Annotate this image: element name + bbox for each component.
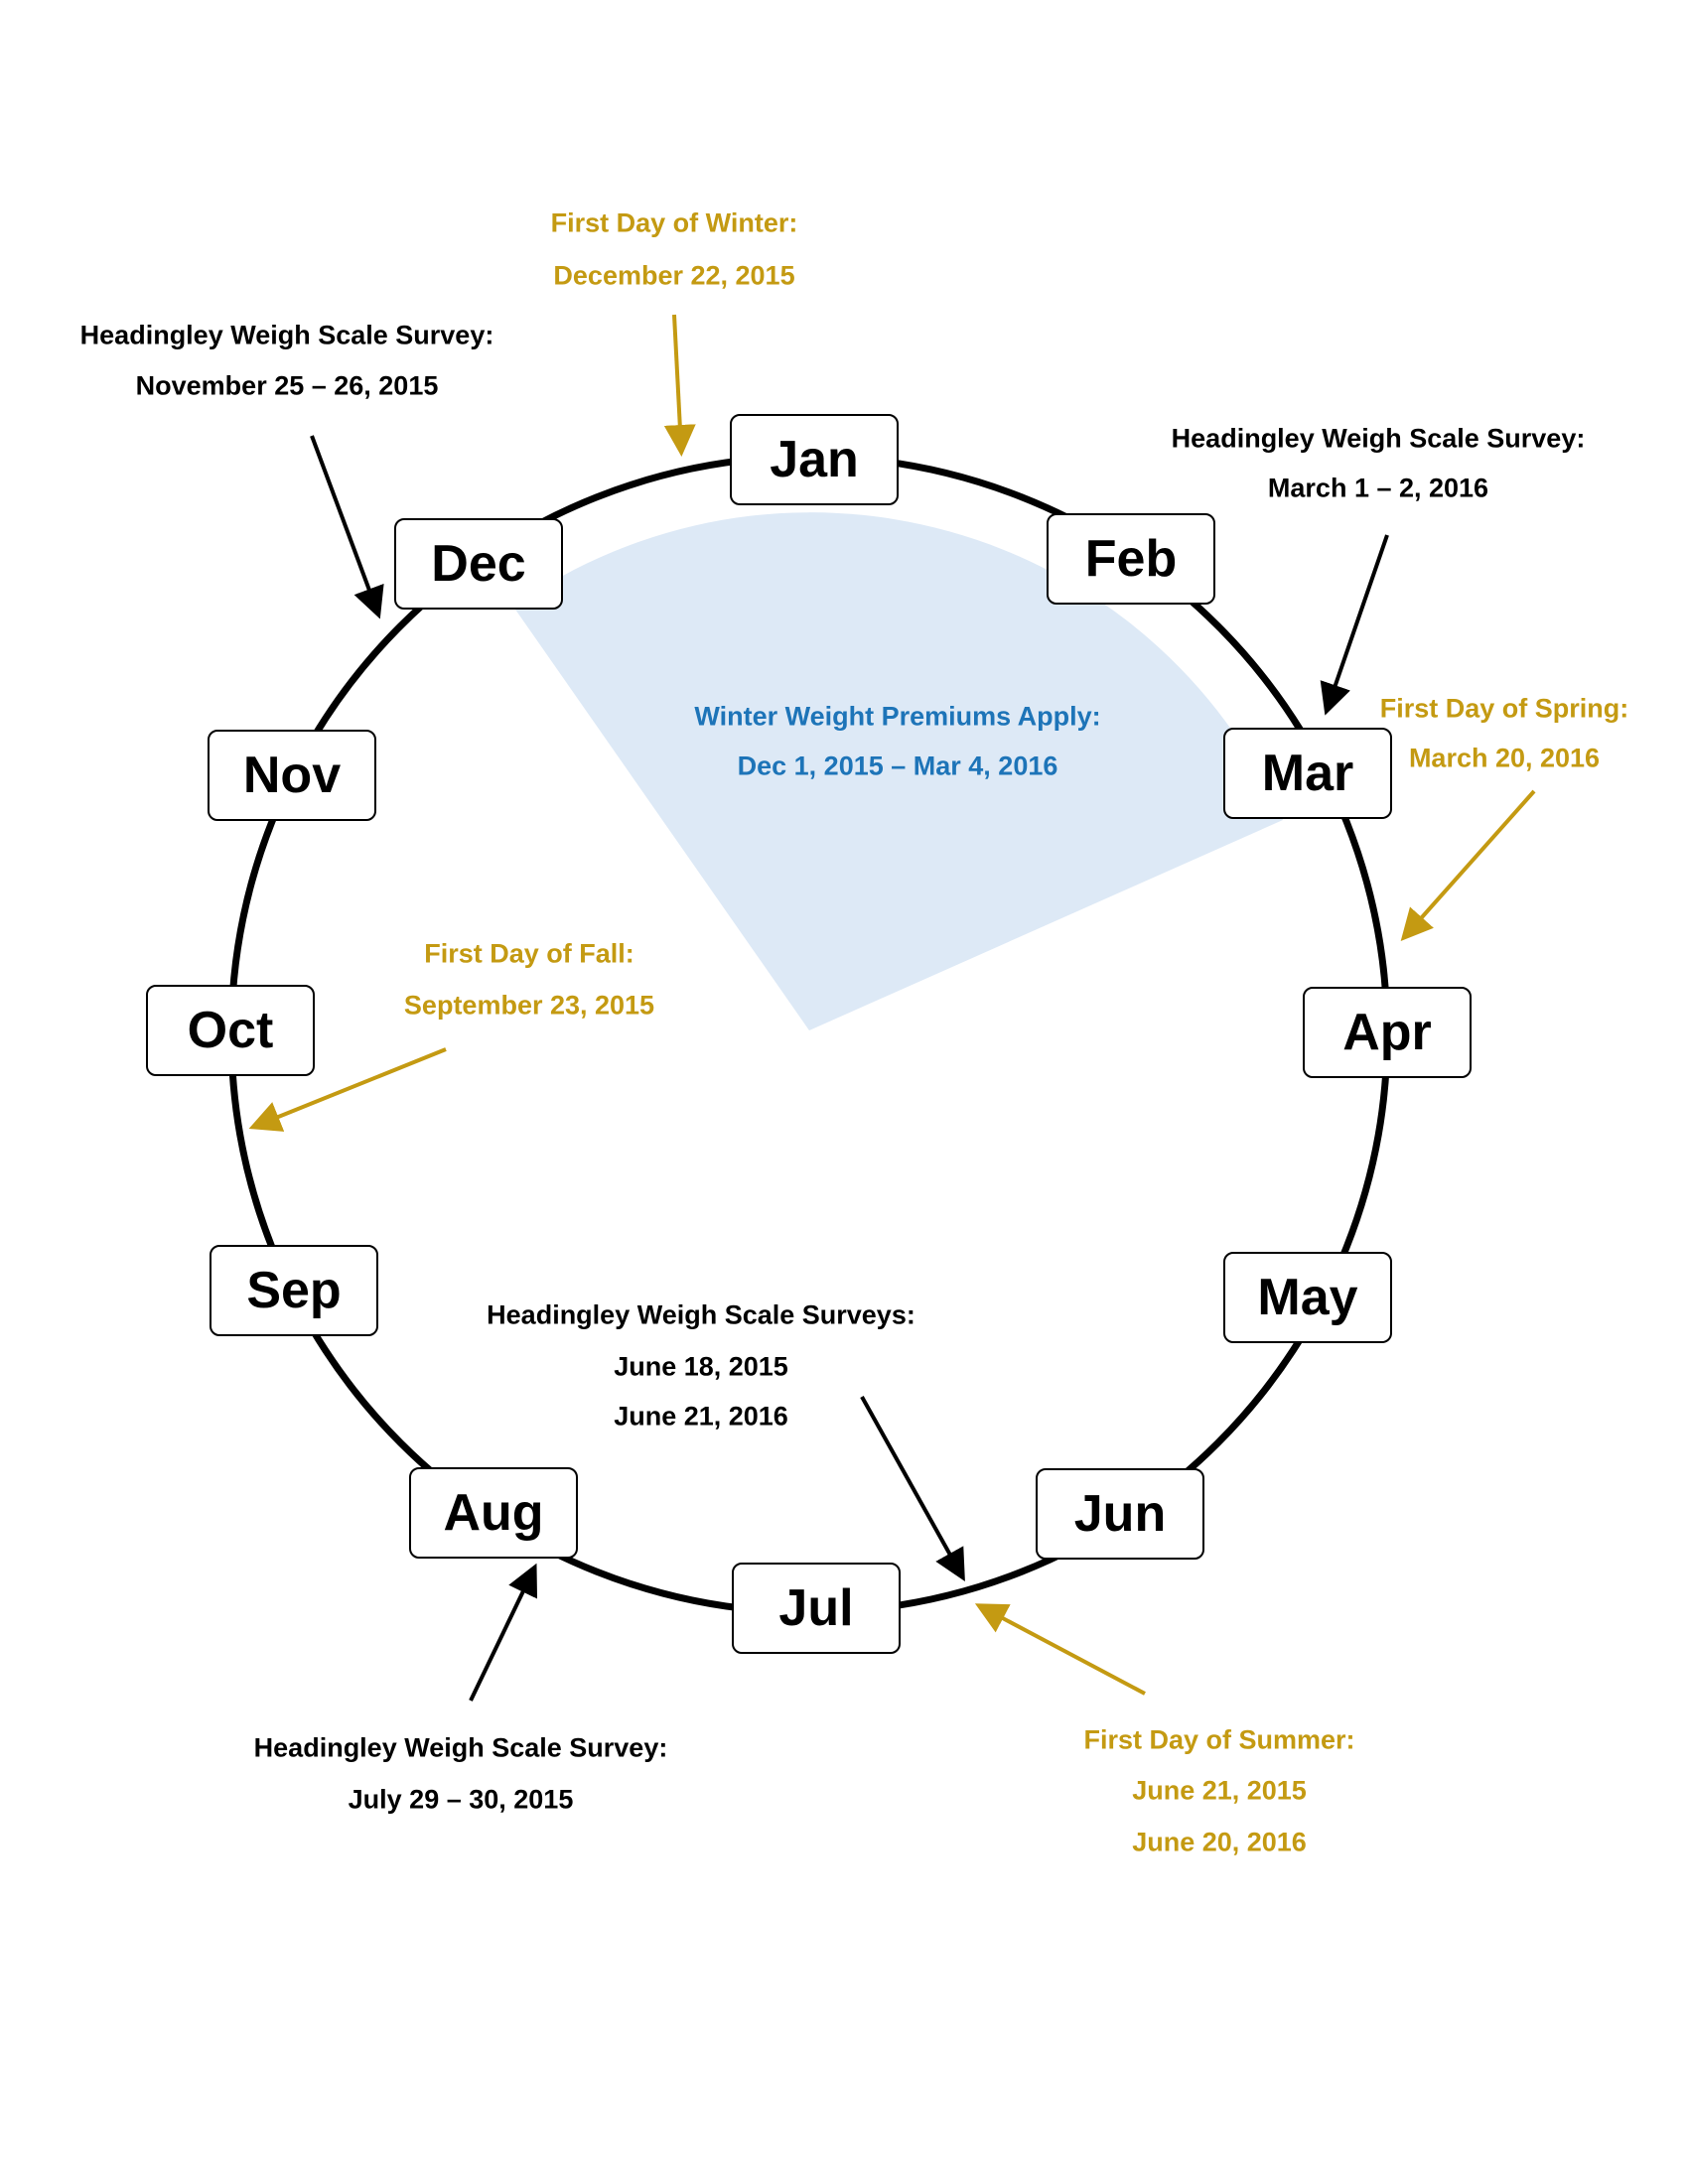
summer-date-2: June 20, 2016 — [1132, 1827, 1307, 1857]
survey-jun-date-2: June 21, 2016 — [614, 1401, 788, 1432]
arrow-survey-nov — [310, 435, 384, 619]
arrow-fall — [248, 1047, 447, 1132]
month-sep: Sep — [210, 1245, 378, 1336]
survey-nov-date: November 25 – 26, 2015 — [135, 370, 439, 401]
month-jul: Jul — [732, 1563, 901, 1654]
premiums-range: Dec 1, 2015 – Mar 4, 2016 — [737, 751, 1058, 781]
survey-jun-title: Headingley Weigh Scale Surveys: — [487, 1299, 915, 1330]
winter-date: December 22, 2015 — [553, 260, 795, 291]
arrow-survey-jul — [469, 1563, 538, 1702]
survey-jul-title: Headingley Weigh Scale Survey: — [253, 1732, 668, 1763]
survey-mar-title: Headingley Weigh Scale Survey: — [1171, 423, 1586, 454]
fall-date: September 23, 2015 — [403, 990, 655, 1021]
winter-title: First Day of Winter: — [550, 207, 798, 238]
survey-jun-date-1: June 18, 2015 — [614, 1351, 788, 1382]
month-jun: Jun — [1036, 1468, 1204, 1560]
month-oct: Oct — [146, 985, 315, 1076]
premiums-title: Winter Weight Premiums Apply: — [694, 701, 1101, 732]
month-apr: Apr — [1303, 987, 1472, 1078]
arrow-survey-mar — [1320, 534, 1389, 716]
winter-premium-wedge — [513, 512, 1283, 1030]
month-jan: Jan — [730, 414, 899, 505]
month-dec: Dec — [394, 518, 563, 610]
month-aug: Aug — [409, 1467, 578, 1559]
month-feb: Feb — [1047, 513, 1215, 605]
survey-mar-date: March 1 – 2, 2016 — [1267, 473, 1489, 503]
survey-nov-title: Headingley Weigh Scale Survey: — [79, 320, 494, 350]
fall-title: First Day of Fall: — [424, 938, 634, 969]
summer-title: First Day of Summer: — [1083, 1724, 1355, 1755]
month-may: May — [1223, 1252, 1392, 1343]
spring-date: March 20, 2016 — [1408, 743, 1601, 773]
month-nov: Nov — [208, 730, 376, 821]
month-mar: Mar — [1223, 728, 1392, 819]
spring-title: First Day of Spring: — [1379, 693, 1629, 724]
arrow-spring — [1400, 789, 1536, 941]
arrow-summer — [974, 1603, 1146, 1696]
arrow-winter — [663, 314, 696, 457]
summer-date-1: June 21, 2015 — [1132, 1775, 1307, 1806]
survey-jul-date: July 29 – 30, 2015 — [348, 1784, 574, 1815]
arrow-survey-jun — [860, 1396, 965, 1581]
